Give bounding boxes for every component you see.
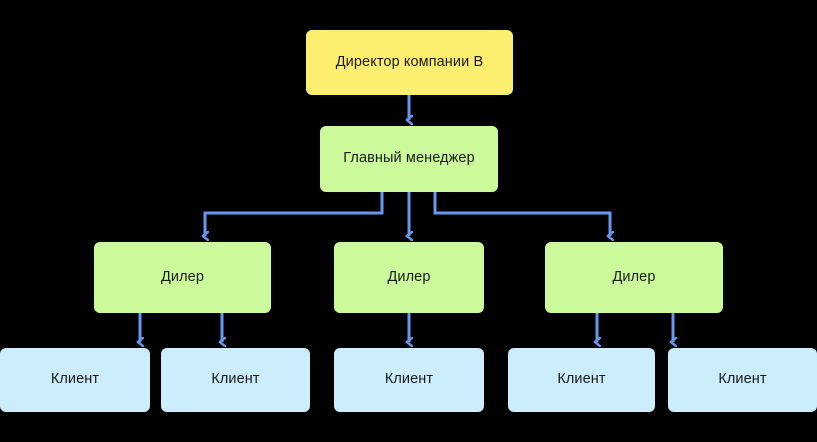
node-label-client-1: Клиент bbox=[50, 371, 100, 388]
node-label-dealer-3: Дилер bbox=[612, 268, 656, 285]
node-label-dealer-2: Дилер bbox=[387, 268, 431, 285]
node-dealer-2[interactable]: Дилер bbox=[334, 242, 484, 313]
node-director[interactable]: Директор компании В bbox=[306, 30, 513, 95]
node-manager[interactable]: Главный менеджер bbox=[320, 126, 498, 192]
node-label-dealer-1: Дилер bbox=[160, 268, 204, 285]
node-client-1[interactable]: Клиент bbox=[0, 348, 150, 412]
node-label-client-3: Клиент bbox=[384, 371, 434, 388]
node-client-4[interactable]: Клиент bbox=[508, 348, 655, 412]
node-client-3[interactable]: Клиент bbox=[334, 348, 484, 412]
node-dealer-3[interactable]: Дилер bbox=[545, 242, 723, 313]
node-label-manager: Главный менеджер bbox=[343, 150, 475, 167]
node-client-2[interactable]: Клиент bbox=[161, 348, 310, 412]
node-label-client-4: Клиент bbox=[557, 371, 606, 388]
node-dealer-1[interactable]: Дилер bbox=[94, 242, 271, 313]
node-label-client-2: Клиент bbox=[211, 371, 260, 388]
node-label-director: Директор компании В bbox=[335, 53, 484, 70]
edge-manager-dealer-3 bbox=[433, 192, 610, 236]
edge-manager-dealer-1 bbox=[205, 192, 384, 236]
node-label-client-5: Клиент bbox=[718, 371, 767, 388]
node-client-5[interactable]: Клиент bbox=[668, 348, 817, 412]
